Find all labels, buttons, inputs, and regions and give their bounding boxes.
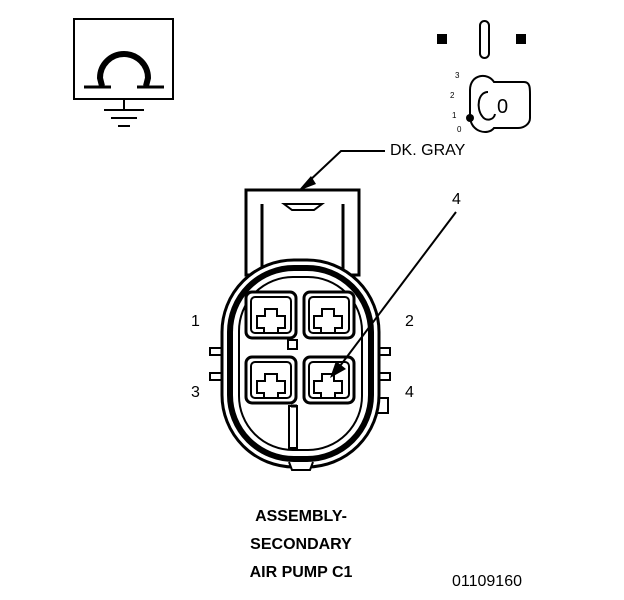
ignition-position-1: 1 (452, 111, 457, 120)
ignition-position-2: 2 (450, 91, 455, 100)
pin-label-3: 3 (191, 384, 200, 401)
callout-number: 4 (452, 191, 461, 208)
figure-number: 01109160 (452, 573, 522, 590)
ignition-position-3: 3 (455, 71, 460, 80)
connector-title: ASSEMBLY- SECONDARY AIR PUMP C1 (206, 503, 396, 587)
pin-label-4: 4 (405, 384, 414, 401)
ignition-position-0: 0 (457, 125, 462, 134)
title-line-3: AIR PUMP C1 (249, 564, 353, 581)
cavity-1 (244, 290, 298, 340)
ground-icon (104, 99, 144, 127)
title-line-2: SECONDARY (250, 536, 352, 553)
cavity-2 (302, 290, 356, 340)
ignition-key-label: 0 (497, 96, 509, 118)
cavity-3 (244, 355, 298, 405)
title-line-1: ASSEMBLY- (255, 508, 347, 525)
callout-arrow (330, 211, 457, 378)
ohm-meter-icon (73, 18, 174, 100)
pin-label-1: 1 (191, 313, 200, 330)
pin-label-2: 2 (405, 313, 414, 330)
wire-color-leader (298, 150, 385, 191)
connector-body (209, 188, 391, 471)
wire-color-label: DK. GRAY (390, 142, 466, 159)
ignition-key-icon (437, 20, 531, 133)
cavity-4 (302, 355, 356, 405)
